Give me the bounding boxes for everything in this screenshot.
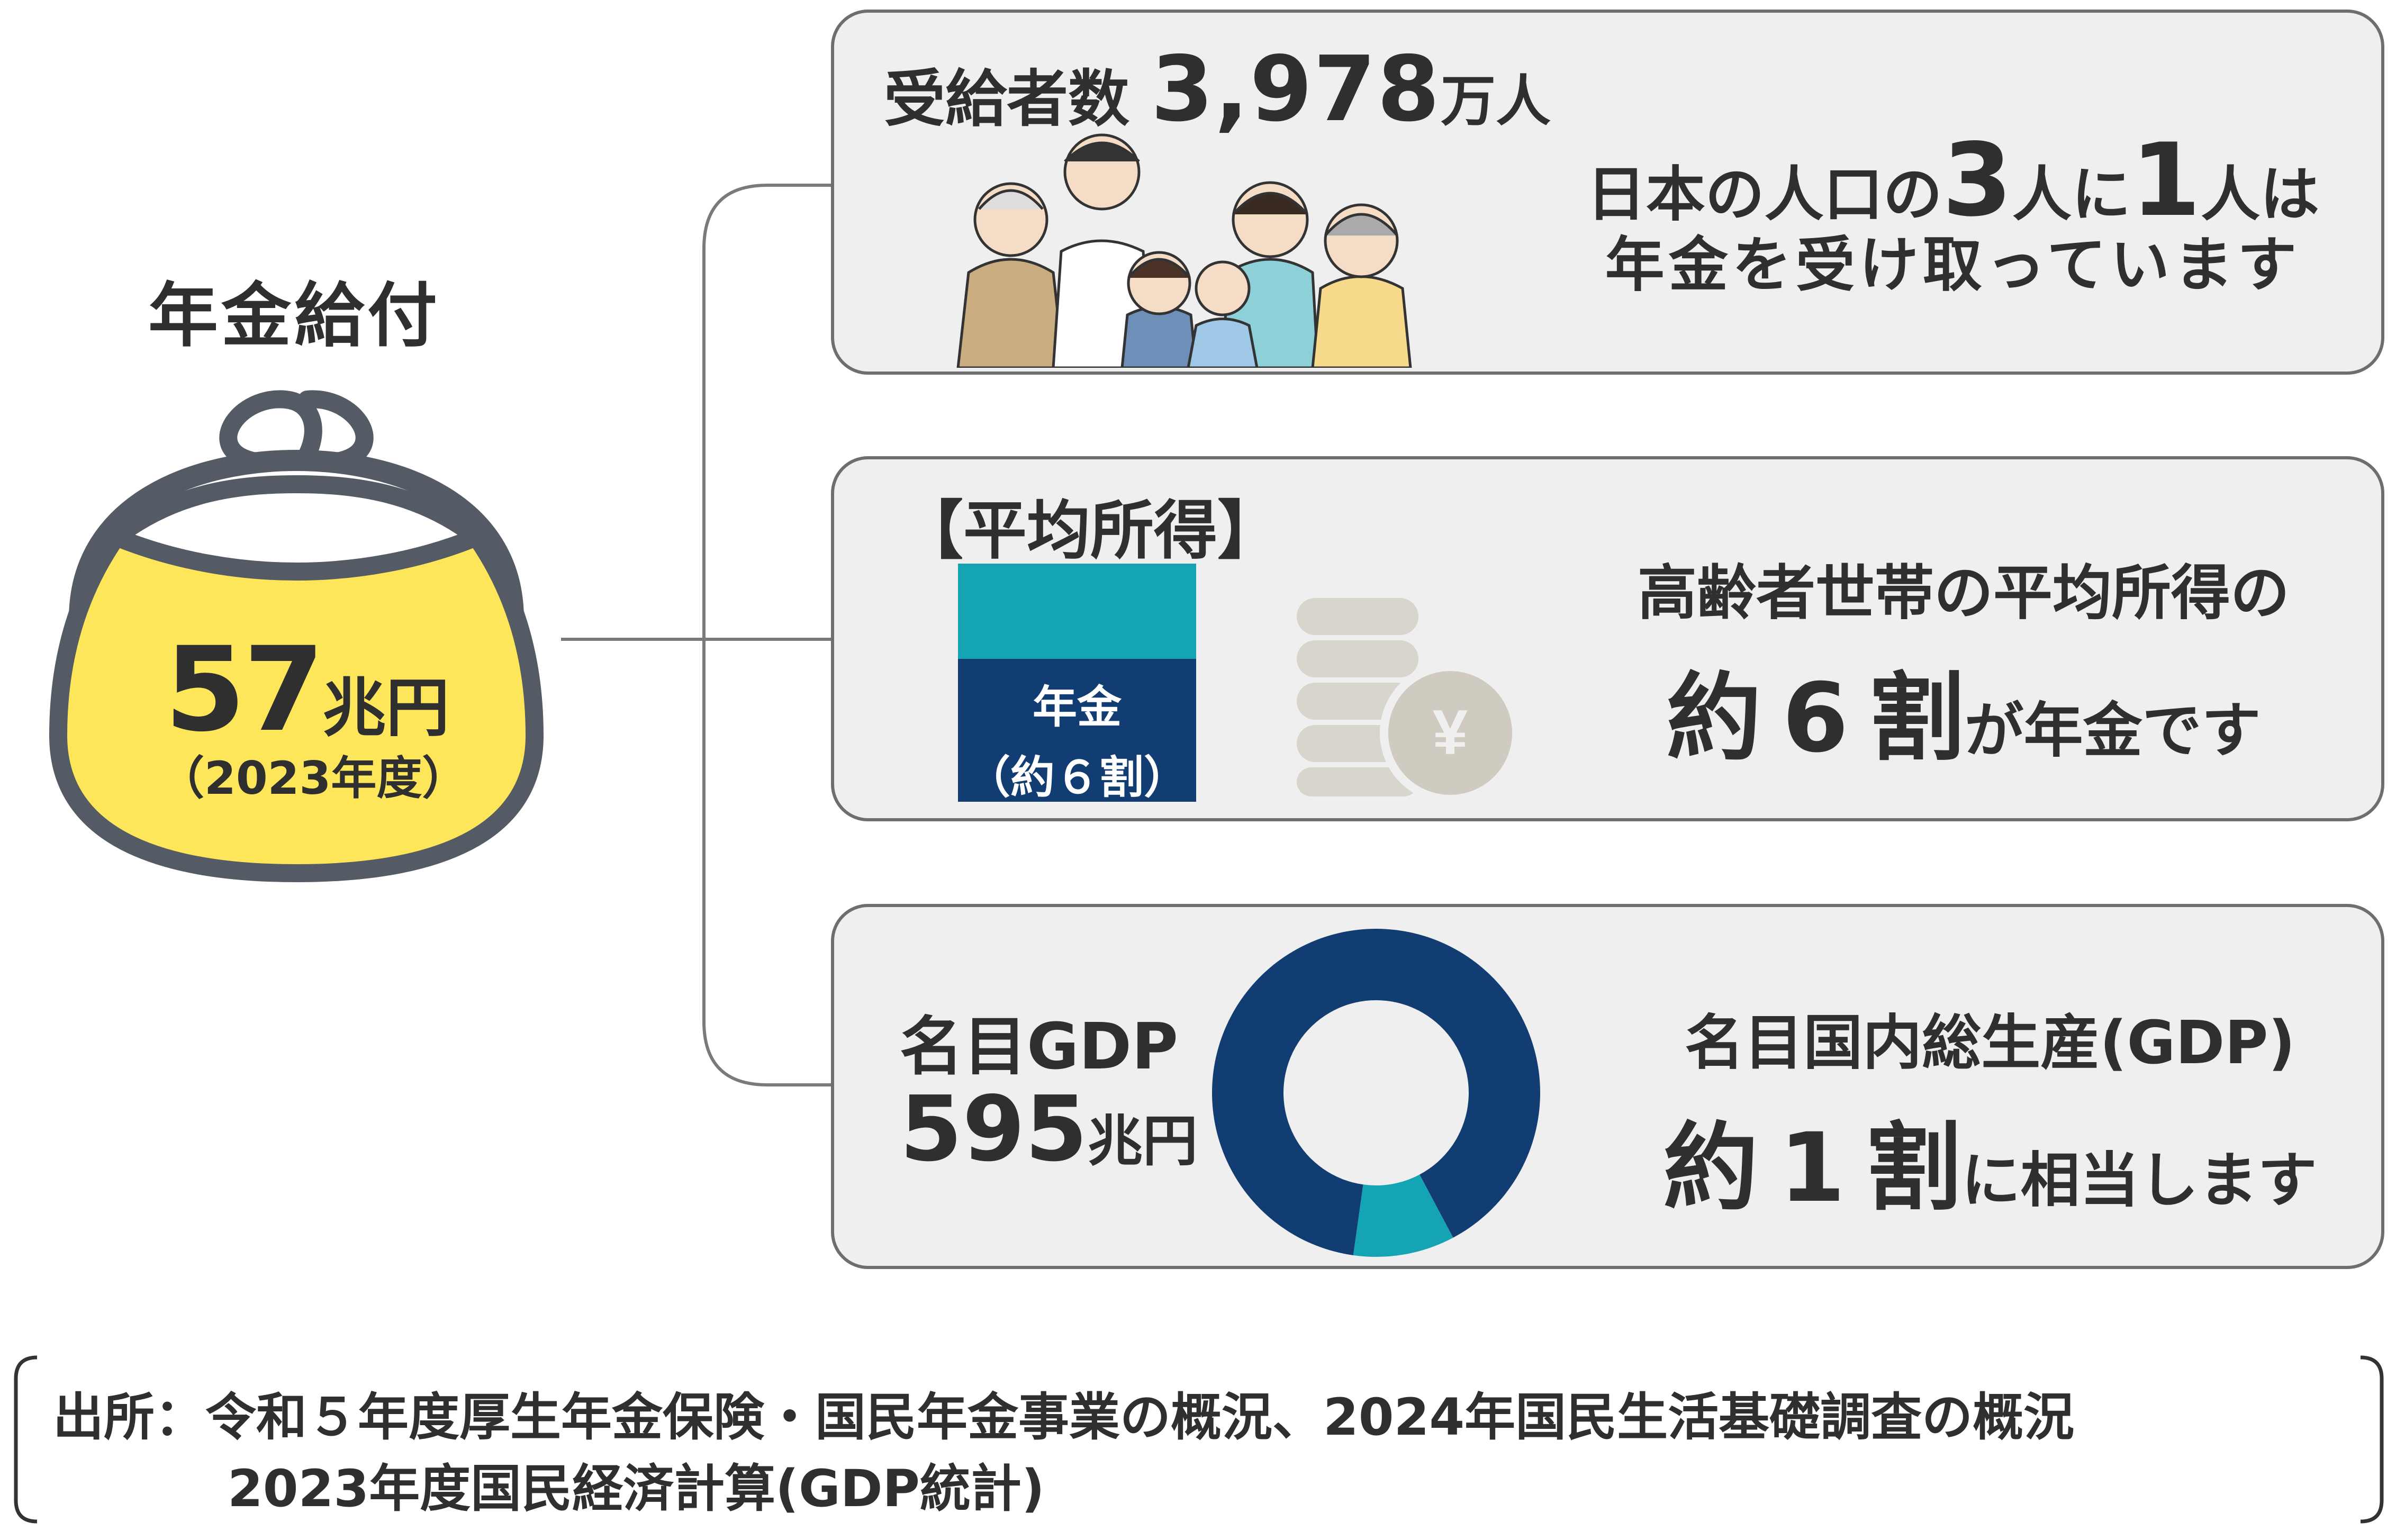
ratio-text-a: 日本の人口の [1586,160,1942,229]
gdp-value: 595兆円 [900,1077,1198,1182]
pension-benefits-title: 年金給付 [148,275,440,357]
income-wari: 割 [1869,663,1965,774]
income-suffix: が年金です [1964,696,2261,765]
average-income-label: 【平均所得】 [900,494,1281,568]
recipients-number: 3,978 [1151,37,1441,142]
bar-label-pension: 年金 [1032,681,1122,733]
gdp-suffix: に相当します [1961,1146,2317,1215]
gdp-wari: 割 [1866,1113,1961,1224]
population-ratio-text: 日本の人口の3人に1人は [1556,122,2350,239]
amount-year: （2023年度） [159,752,468,805]
gdp-number-1: 1 [1779,1113,1846,1224]
gdp-number: 595 [900,1077,1088,1182]
pension-amount: 57兆円 [159,622,455,757]
donut-segment-pension [1353,1174,1453,1257]
ratio-text-e: 人は [2201,160,2320,229]
ratio-number-3: 3 [1942,122,2012,239]
yen-symbol: ¥ [1433,697,1468,768]
family-illustration-icon [956,133,1412,368]
gdp-panel [831,904,2384,1269]
income-bar-pension: 年金 （約６割） [958,659,1196,803]
income-bar-other [958,564,1196,659]
recipients-unit: 万人 [1441,69,1551,133]
bar-label-share: （約６割） [965,751,1188,803]
amount-number: 57 [164,622,324,757]
gdp-unit: 兆円 [1087,1109,1198,1173]
donut-segment-other [1212,929,1540,1255]
source-line-1: 出所：令和５年度厚生年金保険・国民年金事業の概況、2024年国民生活基礎調査の概… [53,1388,2075,1447]
gdp-label: 名目GDP [900,1010,1179,1084]
source-line-2: 2023年度国民経済計算(GDP統計) [228,1459,1045,1518]
income-number: 6 [1782,663,1849,774]
recipients-prefix: 受給者数 [884,64,1129,135]
income-approx: 約 [1666,663,1762,774]
ratio-text-c: 人に [2012,160,2131,229]
gdp-donut-chart [1212,929,1540,1257]
gdp-approx: 約 [1663,1113,1759,1224]
gdp-text-2: 約 1 割に相当します [1620,1090,2361,1228]
amount-unit: 兆円 [322,672,450,745]
ratio-number-1: 1 [2131,122,2201,239]
income-text-1: 高齢者世帯の平均所得の [1638,559,2290,628]
population-ratio-text-2: 年金を受け取っています [1605,231,2301,300]
purse-icon [49,390,544,883]
income-text-2: 約 6 割が年金です [1583,640,2345,778]
gdp-text-1: 名目国内総生産(GDP) [1685,1009,2295,1077]
coins-yen-icon: ¥ [1297,598,1521,799]
recipients-label: 受給者数 3,978万人 [884,37,1551,142]
